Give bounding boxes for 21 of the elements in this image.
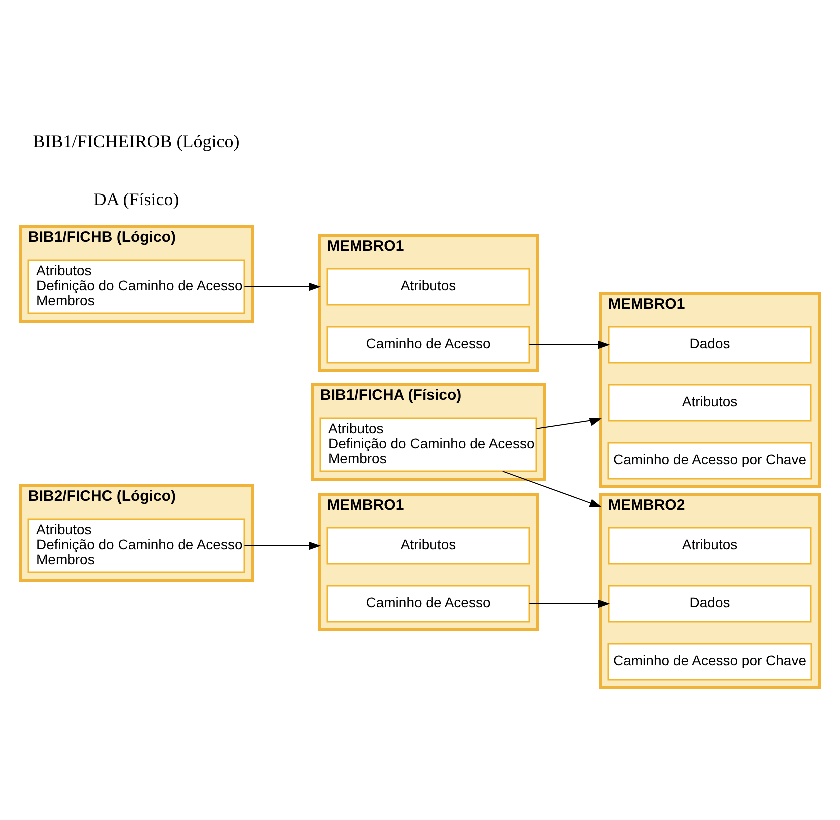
node-box: Caminho de Acesso por Chave <box>608 442 812 480</box>
arrow <box>502 470 602 507</box>
node-box: Atributos Definição do Caminho de Acesso Membros <box>28 518 246 573</box>
node-box: Caminho de Acesso <box>326 326 530 364</box>
node-box: Atributos <box>326 526 530 564</box>
node-box: Atributos <box>608 526 812 564</box>
node-box: Atributos <box>326 268 530 306</box>
arrow <box>529 340 610 349</box>
node-box: Atributos <box>608 384 812 422</box>
arrow <box>529 599 610 608</box>
node-box: Caminho de Acesso por Chave <box>608 642 812 680</box>
label: BIB1/FICHEIROB (Lógico) <box>33 130 240 151</box>
arrow <box>244 282 322 291</box>
label: DA (Físico) <box>94 188 180 209</box>
node-box: Dados <box>608 326 812 364</box>
arrow <box>244 541 322 550</box>
arrow <box>536 418 602 429</box>
node-box: Atributos Definição do Caminho de Acesso Membros <box>320 417 538 472</box>
node-box: Dados <box>608 584 812 622</box>
node-box: Atributos Definição do Caminho de Acesso Membros <box>28 259 246 314</box>
node-box: Caminho de Acesso <box>326 584 530 622</box>
